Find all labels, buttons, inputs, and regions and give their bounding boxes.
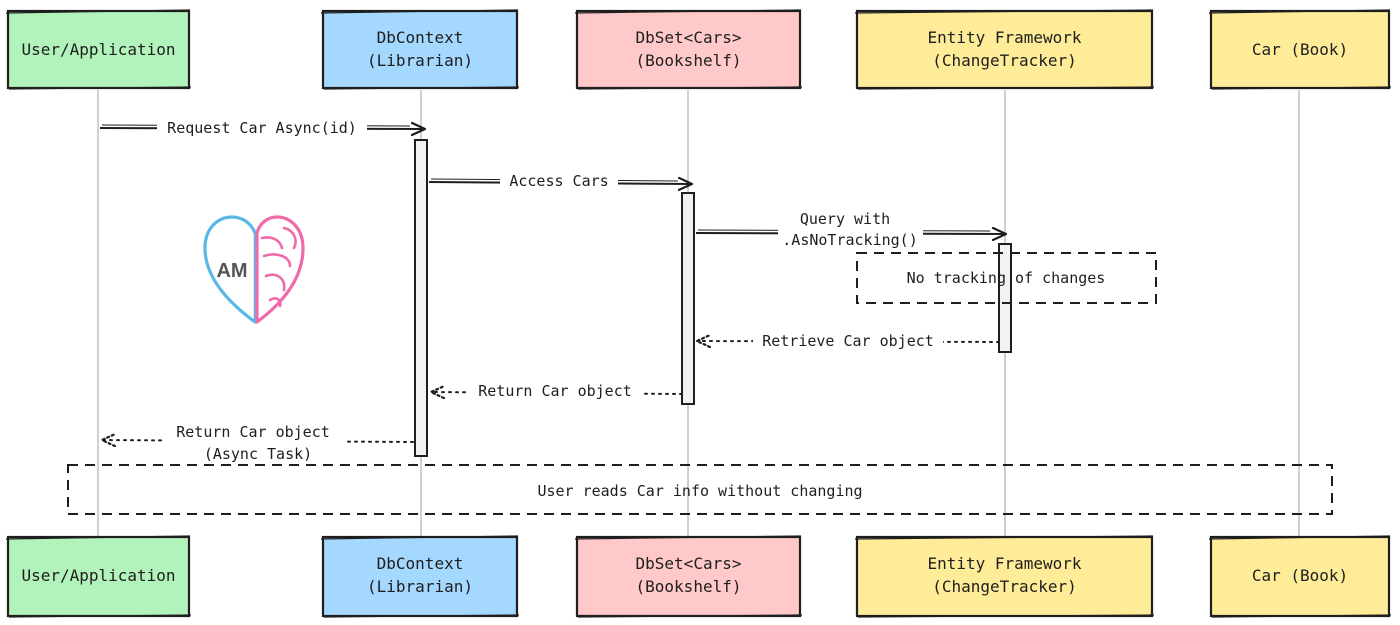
note-label: No tracking of changes bbox=[907, 269, 1106, 287]
participant-label: Car (Book) bbox=[1252, 40, 1348, 59]
notes: No tracking of changes User reads Car in… bbox=[67, 252, 1333, 515]
participant-ef-top: Entity Framework (ChangeTracker) bbox=[854, 9, 1155, 90]
message-label: Return Car object bbox=[176, 423, 330, 441]
activation-ef bbox=[998, 243, 1012, 353]
participant-dbcontext-top: DbContext (Librarian) bbox=[320, 9, 520, 90]
message-label: Query with bbox=[800, 210, 890, 228]
message-label: Return Car object bbox=[478, 382, 632, 400]
message-request-car: Request Car Async(id) bbox=[99, 117, 425, 137]
message-return-car-dbset: Return Car object bbox=[431, 381, 683, 401]
participant-dbset-top: DbSet<Cars> (Bookshelf) bbox=[574, 9, 803, 90]
message-access-cars: Access Cars bbox=[428, 171, 692, 191]
am-heart-brain-logo: AM bbox=[203, 215, 305, 324]
participant-label: User/Application bbox=[21, 566, 175, 585]
participant-car-top: Car (Book) bbox=[1208, 9, 1392, 90]
participant-label: Car (Book) bbox=[1252, 566, 1348, 585]
participant-sublabel: (Librarian) bbox=[367, 577, 473, 596]
participant-label: DbSet<Cars> bbox=[636, 28, 742, 47]
participant-label: DbContext bbox=[377, 554, 464, 573]
am-logo-text: AM bbox=[216, 260, 247, 282]
message-return-car-async: Return Car object (Async Task) bbox=[102, 423, 414, 463]
message-query-asnotracking: Query with .AsNoTracking() bbox=[695, 210, 1006, 249]
message-label-line2: (Async Task) bbox=[204, 445, 312, 463]
participant-user-top: User/Application bbox=[5, 9, 192, 90]
participant-label: DbSet<Cars> bbox=[636, 554, 742, 573]
messages: Request Car Async(id) Access Cars Query … bbox=[100, 117, 1006, 463]
participant-dbcontext-bottom: DbContext (Librarian) bbox=[320, 535, 520, 618]
participant-dbset-bottom: DbSet<Cars> (Bookshelf) bbox=[574, 535, 803, 618]
note-no-tracking: No tracking of changes bbox=[856, 252, 1157, 304]
participant-label: User/Application bbox=[21, 40, 175, 59]
lifelines bbox=[97, 90, 1300, 538]
participant-ef-bottom: Entity Framework (ChangeTracker) bbox=[854, 535, 1155, 618]
note-label: User reads Car info without changing bbox=[537, 482, 862, 500]
participants-bottom: User/Application DbContext (Librarian) D… bbox=[5, 535, 1392, 618]
participant-label: Entity Framework bbox=[927, 554, 1081, 573]
participant-label: Entity Framework bbox=[927, 28, 1081, 47]
message-label-line2: .AsNoTracking() bbox=[782, 231, 917, 249]
activation-dbset bbox=[681, 192, 695, 405]
participant-sublabel: (Bookshelf) bbox=[636, 51, 742, 70]
activation-dbcontext bbox=[414, 139, 428, 457]
participant-sublabel: (ChangeTracker) bbox=[932, 51, 1077, 70]
participant-sublabel: (Librarian) bbox=[367, 51, 473, 70]
participant-user-bottom: User/Application bbox=[5, 535, 192, 618]
note-user-reads: User reads Car info without changing bbox=[67, 464, 1333, 515]
message-label: Retrieve Car object bbox=[762, 332, 934, 350]
message-label: Access Cars bbox=[509, 172, 608, 190]
participant-car-bottom: Car (Book) bbox=[1208, 535, 1392, 618]
message-label: Request Car Async(id) bbox=[167, 119, 357, 137]
participant-sublabel: (Bookshelf) bbox=[636, 577, 742, 596]
participants-top: User/Application DbContext (Librarian) D… bbox=[5, 9, 1392, 90]
participant-sublabel: (ChangeTracker) bbox=[932, 577, 1077, 596]
participant-label: DbContext bbox=[377, 28, 464, 47]
message-retrieve-car: Retrieve Car object bbox=[697, 330, 1000, 350]
